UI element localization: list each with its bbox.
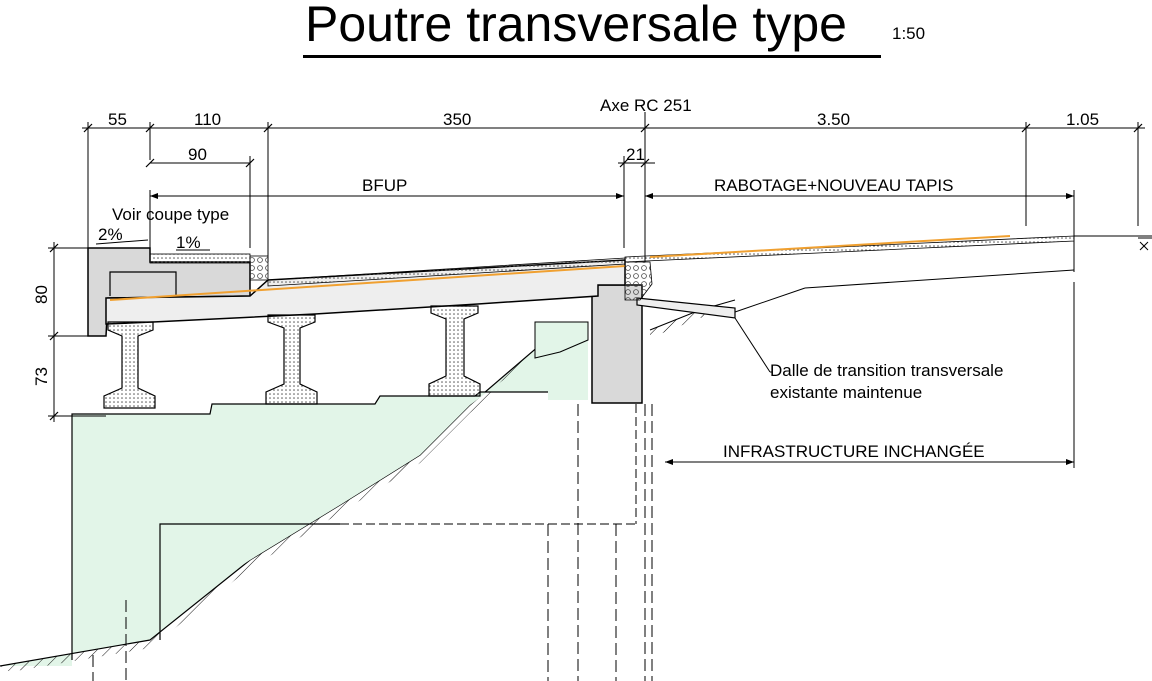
label-rabotage: RABOTAGE+NOUVEAU TAPIS bbox=[714, 176, 953, 195]
dim-80: 80 bbox=[32, 285, 51, 304]
label-bfup: BFUP bbox=[362, 176, 407, 195]
label-dalle-line1: Dalle de transition transversale bbox=[770, 361, 1003, 380]
dim-90: 90 bbox=[188, 145, 207, 164]
dim-350: 350 bbox=[443, 110, 471, 129]
dim-73: 73 bbox=[32, 367, 51, 386]
dim-110: 110 bbox=[194, 110, 221, 129]
label-voir-coupe: Voir coupe type bbox=[112, 205, 229, 224]
label-slope-1: 1% bbox=[176, 233, 201, 252]
dimension-lines bbox=[48, 112, 1145, 468]
drawing-scale: 1:50 bbox=[892, 24, 926, 43]
dim-55: 55 bbox=[108, 110, 127, 129]
pavement bbox=[624, 235, 1152, 301]
abutment-wall bbox=[591, 284, 643, 404]
dimension-ticks bbox=[49, 123, 1143, 421]
transition-slab bbox=[636, 297, 736, 319]
precast-beams bbox=[103, 305, 481, 409]
title-underline bbox=[303, 55, 881, 58]
label-infrastructure: INFRASTRUCTURE INCHANGÉE bbox=[723, 442, 985, 461]
hidden-lines bbox=[92, 404, 653, 681]
dim-3-50: 3.50 bbox=[817, 110, 850, 129]
label-slope-2: 2% bbox=[98, 225, 123, 244]
dim-1-05: 1.05 bbox=[1066, 110, 1099, 129]
ground-symbol bbox=[1138, 237, 1152, 251]
drawing-title: Poutre transversale type bbox=[305, 0, 847, 52]
axis-label: Axe RC 251 bbox=[600, 96, 692, 115]
label-dalle-line2: existante maintenue bbox=[770, 383, 922, 402]
dim-21: 21 bbox=[626, 145, 645, 164]
